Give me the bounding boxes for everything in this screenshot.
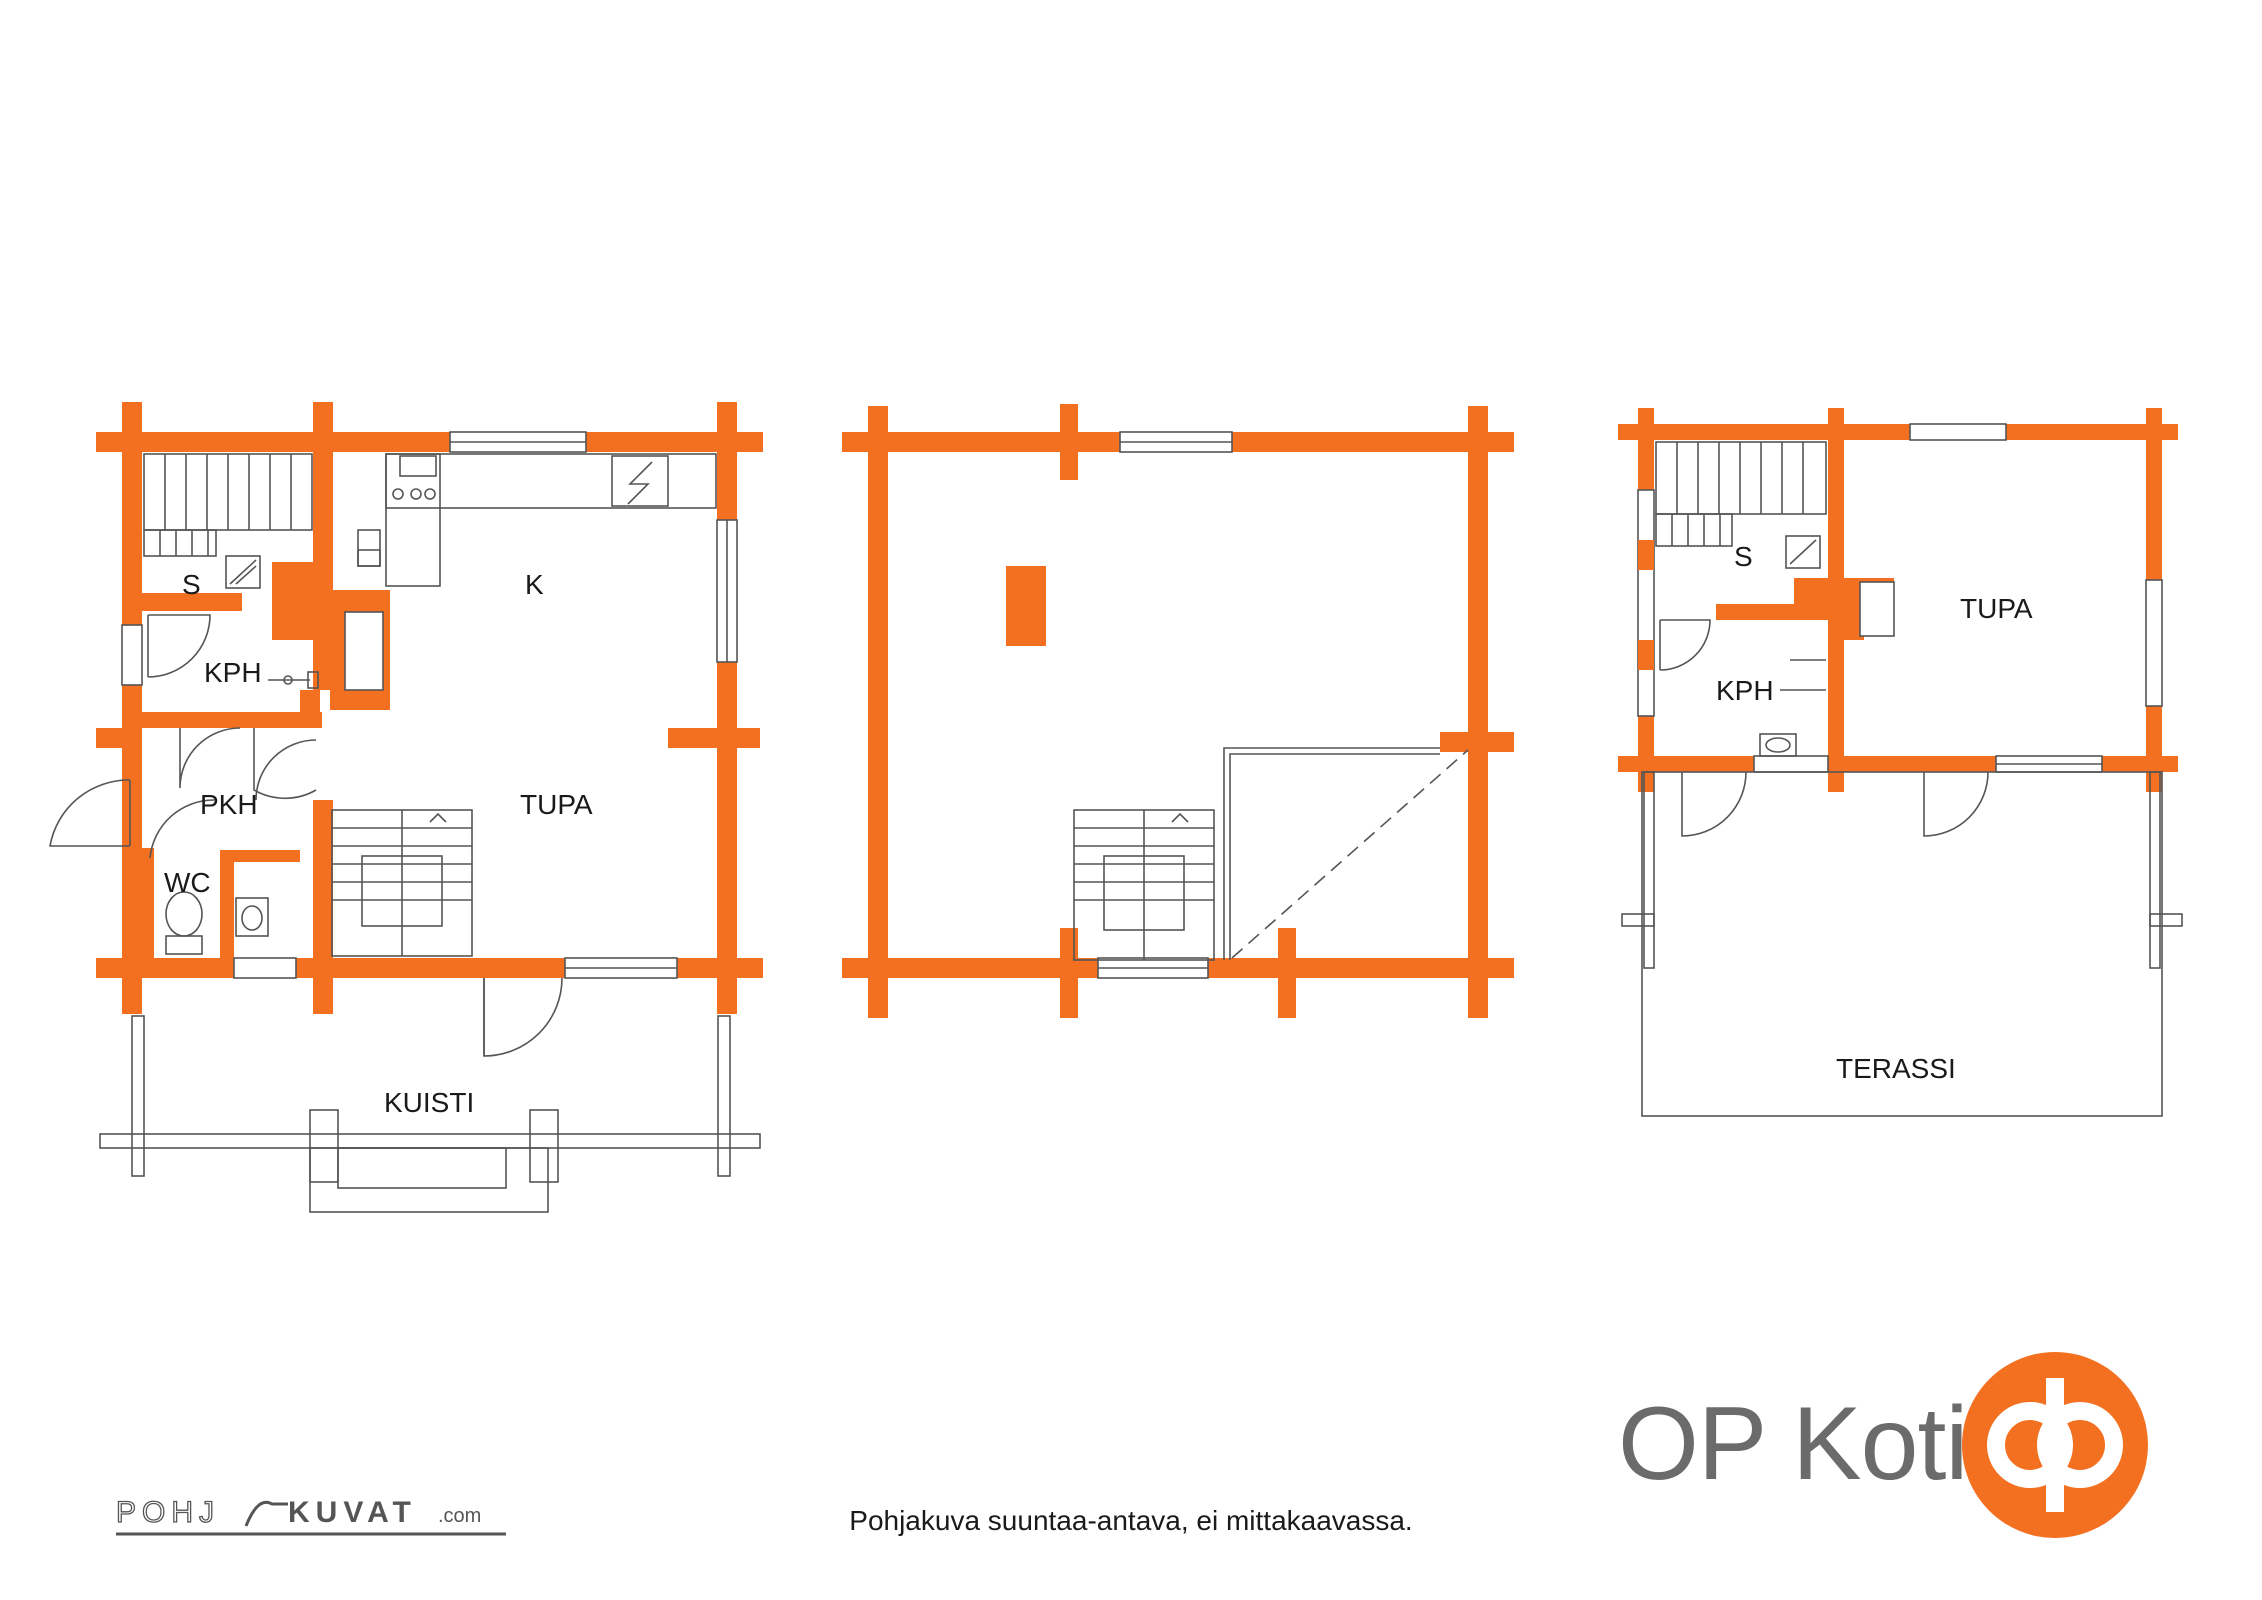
floor-plan-2 xyxy=(842,404,1514,1018)
room-label-tupa: TUPA xyxy=(520,789,593,820)
pohjakuvat-logo: POHJ KUVAT .com xyxy=(116,1495,506,1536)
room-label-kph: KPH xyxy=(204,657,262,688)
room-label-kph-sauna: KPH xyxy=(1716,675,1774,706)
room-label-k: K xyxy=(525,569,544,600)
floor-plan-3: S TUPA KPH TERASSI xyxy=(1618,408,2183,1117)
room-label-pkh: PKH xyxy=(200,789,258,820)
brand-name: OP Koti xyxy=(1618,1386,1968,1502)
room-label-tupa-sauna: TUPA xyxy=(1960,593,2033,624)
room-label-kuisti: KUISTI xyxy=(384,1087,474,1118)
pohjakuvat-logo-suffix: .com xyxy=(438,1505,481,1527)
op-logo-icon xyxy=(1962,1352,2148,1538)
room-label-s: S xyxy=(182,569,201,600)
room-label-s-sauna: S xyxy=(1734,541,1753,572)
disclaimer-caption: Pohjakuva suuntaa-antava, ei mittakaavas… xyxy=(849,1505,1413,1536)
floor-plan-1: S K KPH PKH TUPA WC KUISTI xyxy=(49,402,763,1213)
pohjakuvat-logo-right: KUVAT xyxy=(288,1496,417,1529)
pohjakuvat-logo-left: POHJ xyxy=(116,1496,220,1529)
room-label-terassi: TERASSI xyxy=(1836,1053,1956,1084)
room-label-wc: WC xyxy=(164,867,211,898)
